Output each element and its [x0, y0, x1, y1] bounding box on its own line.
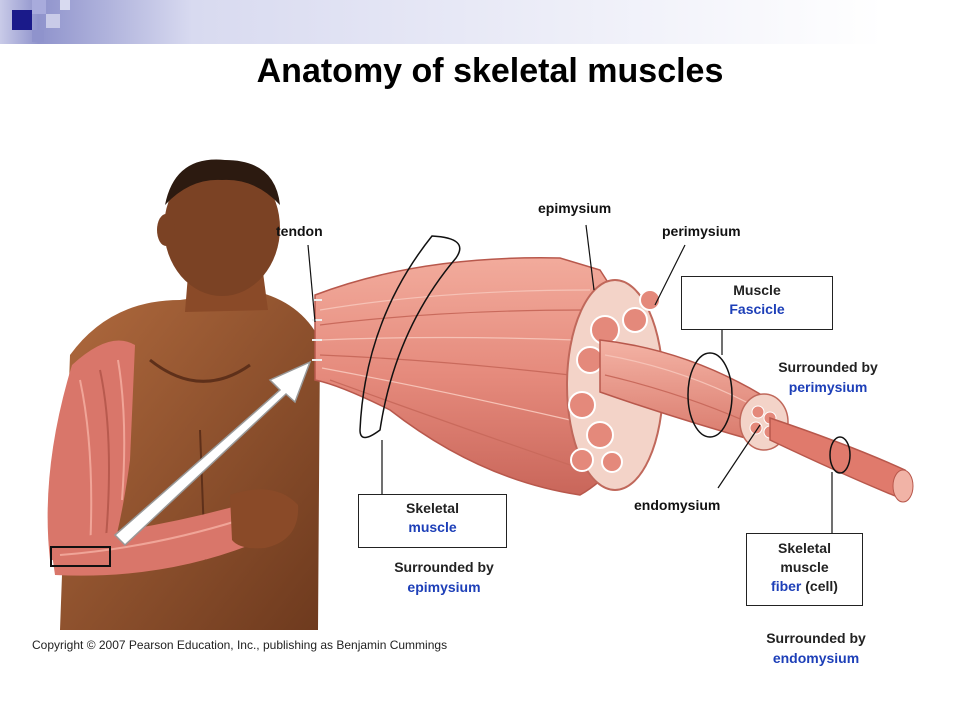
page-title: Anatomy of skeletal muscles: [256, 52, 724, 90]
muscle-fiber-box-fiber: fiber: [771, 578, 802, 594]
epimysium-outline: [359, 235, 461, 439]
perimysium-caption-line2: perimysium: [788, 379, 868, 395]
man-figure: [47, 159, 320, 630]
skeletal-muscle-box-line2: muscle: [408, 519, 457, 535]
banner-square: [60, 0, 70, 10]
endomysium-caption: Surrounded by endomysium: [746, 628, 886, 668]
epimysium-label: epimysium: [538, 200, 612, 216]
perimysium-label: perimysium: [662, 223, 741, 239]
endomysium-caption-line2: endomysium: [772, 650, 860, 666]
banner-square: [12, 10, 32, 30]
forearm-highlight-box: [50, 546, 111, 567]
muscle-fiber-box-cell: (cell): [801, 578, 838, 594]
header-banner: [0, 0, 960, 44]
banner-square: [32, 0, 46, 14]
muscle-fascicle-box-line2: Fascicle: [729, 301, 785, 317]
tendon-label: tendon: [276, 223, 323, 239]
epimysium-caption: Surrounded by epimysium: [374, 557, 514, 597]
zoom-arrow: [113, 360, 312, 547]
muscle-fiber-box: Skeletal muscle fiber (cell): [746, 533, 863, 606]
fiber-outline: [829, 436, 851, 474]
perimysium-caption-line1: Surrounded by: [778, 359, 878, 375]
banner-square: [46, 14, 60, 28]
skeletal-muscle-box-line1: Skeletal: [406, 500, 459, 516]
muscle-fiber-box-line1: Skeletal: [778, 540, 831, 556]
banner-square: [32, 30, 44, 42]
skeletal-muscle-box: Skeletal muscle: [358, 494, 507, 548]
endomysium-label: endomysium: [634, 497, 721, 513]
endomysium-caption-line1: Surrounded by: [766, 630, 866, 646]
copyright-notice: Copyright © 2007 Pearson Education, Inc.…: [32, 638, 448, 652]
muscle-fascicle-box-line1: Muscle: [733, 282, 781, 298]
muscle-fascicle-box: Muscle Fascicle: [681, 276, 833, 330]
epimysium-caption-line2: epimysium: [407, 579, 481, 595]
muscle-fiber-box-line3: fiber (cell): [747, 577, 862, 596]
fascicle-outline: [687, 352, 733, 438]
perimysium-caption: Surrounded by perimysium: [758, 357, 898, 397]
epimysium-caption-line1: Surrounded by: [394, 559, 494, 575]
muscle-fiber-box-line2: muscle: [780, 559, 829, 575]
